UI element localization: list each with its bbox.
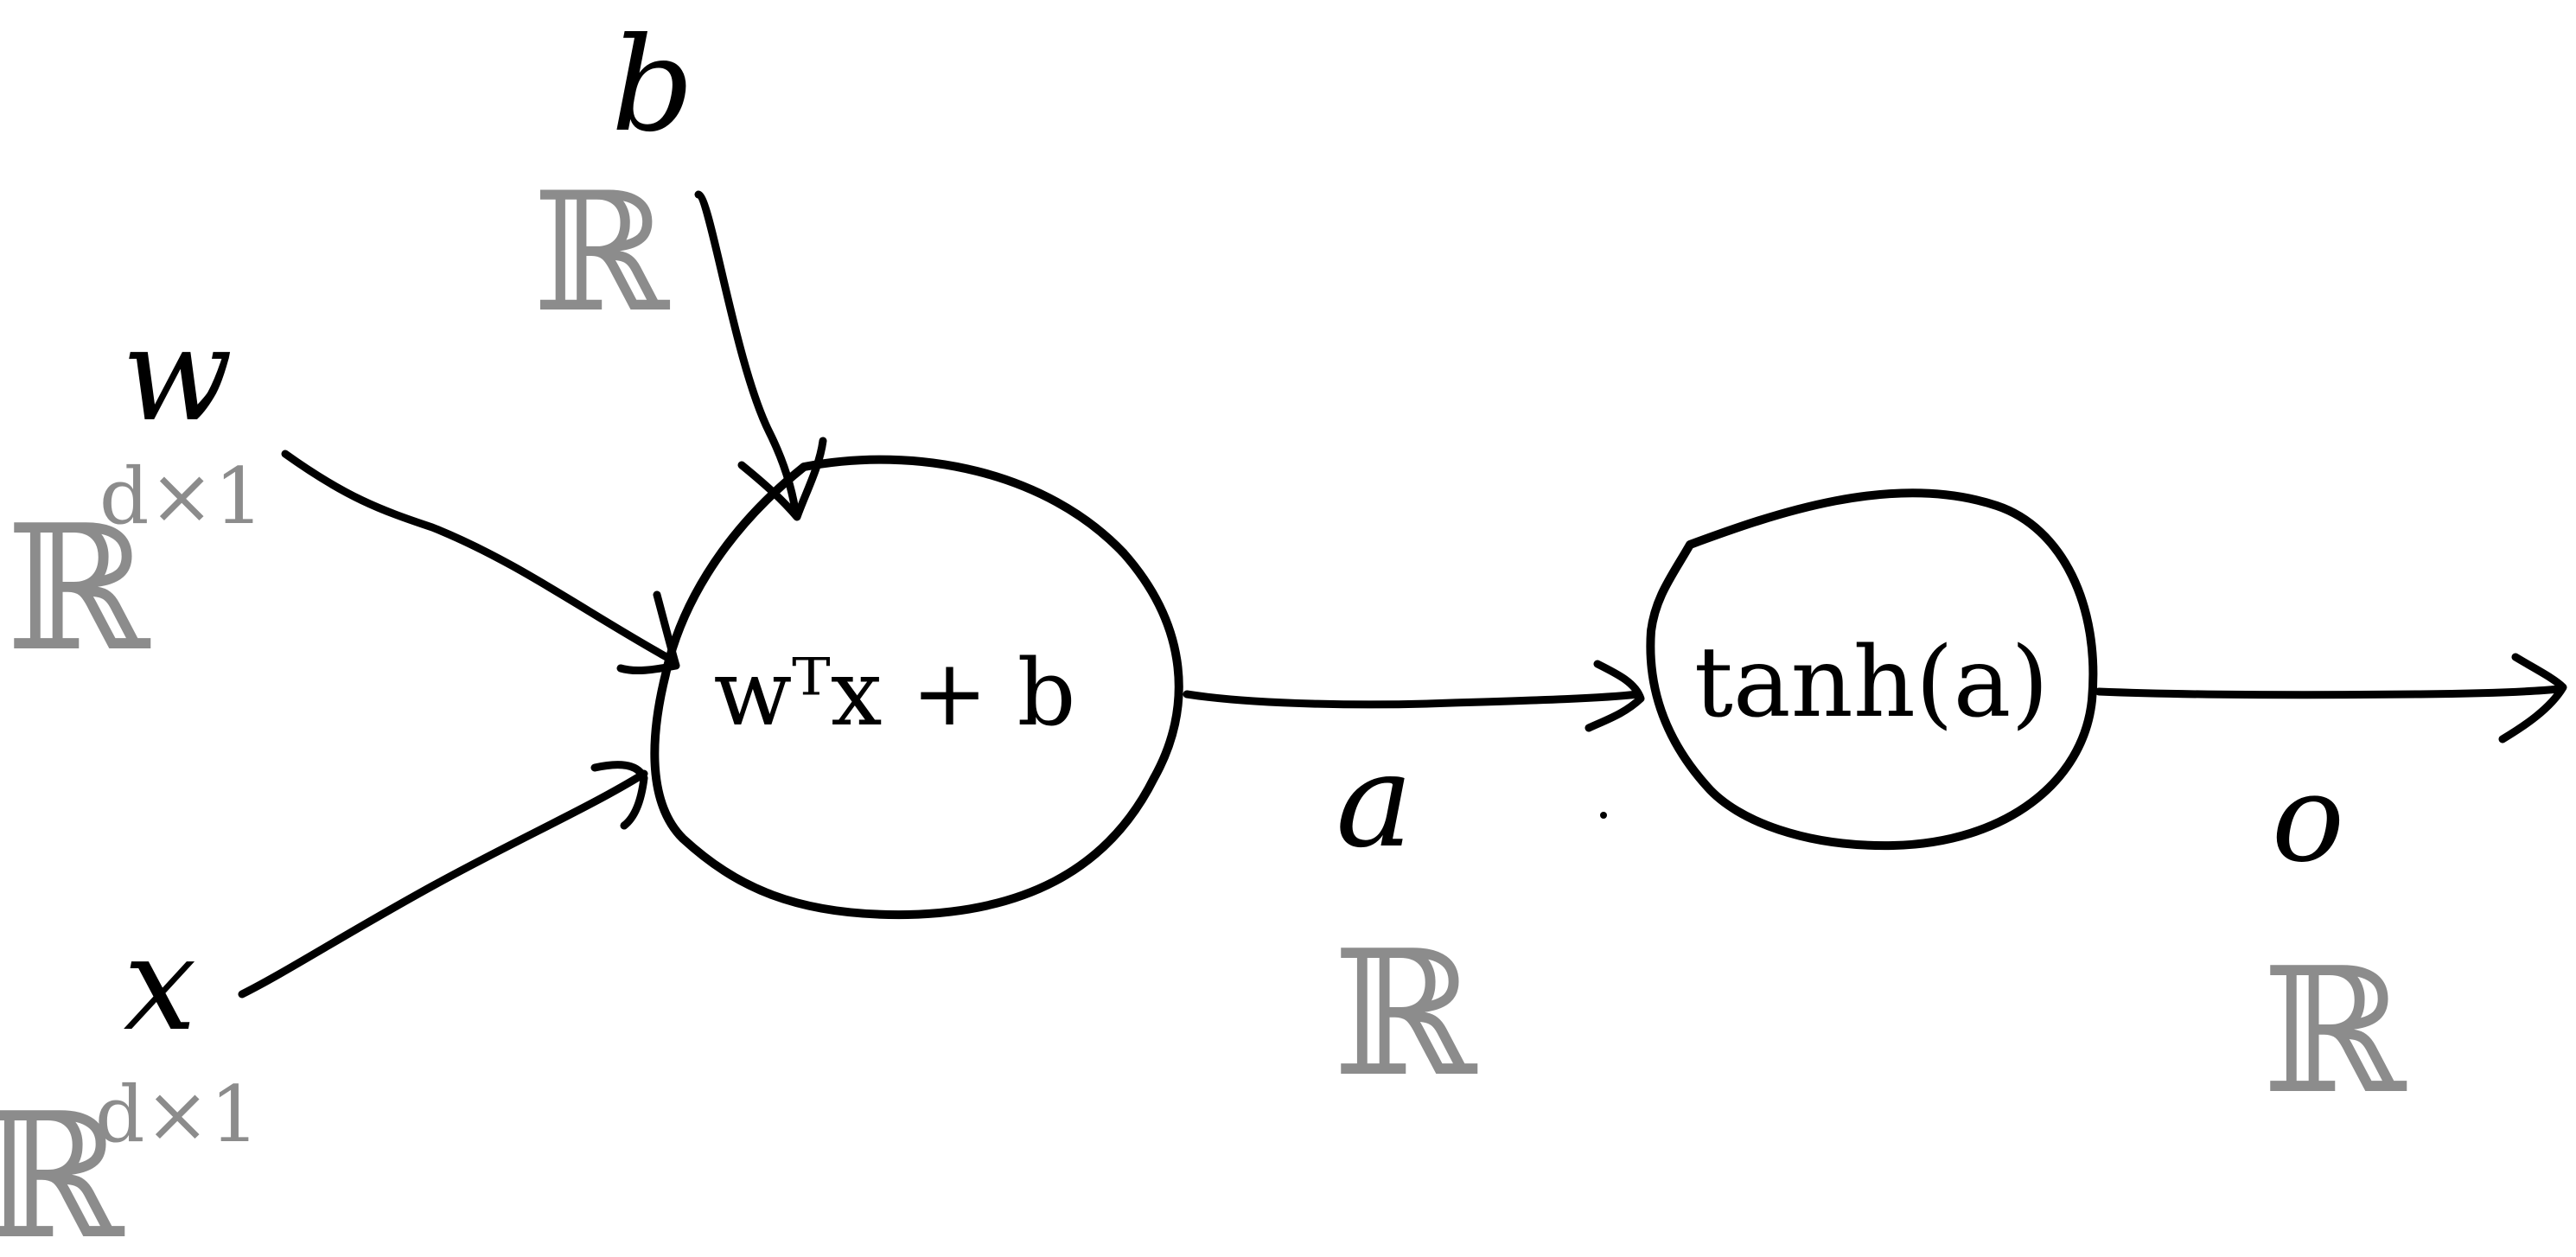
activation-node-label: tanh(a)	[1694, 627, 2049, 739]
input-x-space: ℝ	[0, 1076, 125, 1257]
edge-a-line	[1183, 690, 1642, 709]
input-b-symbol: b	[611, 10, 694, 161]
input-w-symbol: w	[122, 300, 233, 450]
edge-o	[2095, 653, 2567, 743]
linear-node-label: wᵀx + b	[713, 640, 1075, 746]
edge-b-arrowhead	[737, 437, 827, 521]
edge-w	[281, 450, 680, 675]
edge-b-line	[694, 190, 800, 514]
linear-node: wᵀx + b	[650, 455, 1183, 920]
input-w: w ℝ d×1	[6, 300, 264, 690]
stray-ink-mark	[1600, 812, 1607, 819]
linear-node-circle	[650, 455, 1183, 920]
edge-a-label: a ℝ	[1333, 726, 1478, 1115]
edge-o-label: o ℝ	[2262, 749, 2407, 1133]
activation-node: tanh(a)	[1646, 488, 2098, 851]
edge-o-arrowhead	[2498, 653, 2567, 743]
input-x-symbol: x	[124, 909, 197, 1060]
edge-x	[238, 761, 648, 999]
edge-o-space: ℝ	[2262, 931, 2407, 1133]
input-x-space-sup: d×1	[95, 1069, 259, 1160]
input-b-space: ℝ	[532, 157, 671, 348]
edge-w-line	[281, 450, 679, 666]
activation-node-circle	[1646, 488, 2098, 851]
edge-x-arrowhead	[590, 761, 648, 830]
input-b: b ℝ	[532, 10, 694, 348]
edge-a-space: ℝ	[1333, 914, 1478, 1115]
input-w-space-sup: d×1	[99, 451, 264, 542]
edge-a-arrowhead	[1584, 660, 1645, 732]
edge-o-symbol: o	[2272, 749, 2344, 890]
edge-w-arrowhead	[616, 590, 680, 675]
edge-x-line	[238, 769, 648, 999]
edge-a-symbol: a	[1336, 726, 1412, 877]
edge-o-line	[2095, 685, 2563, 699]
edge-b	[694, 190, 827, 521]
edge-a	[1183, 660, 1645, 819]
input-x: x ℝ d×1	[0, 909, 259, 1257]
input-w-space: ℝ	[6, 488, 151, 690]
